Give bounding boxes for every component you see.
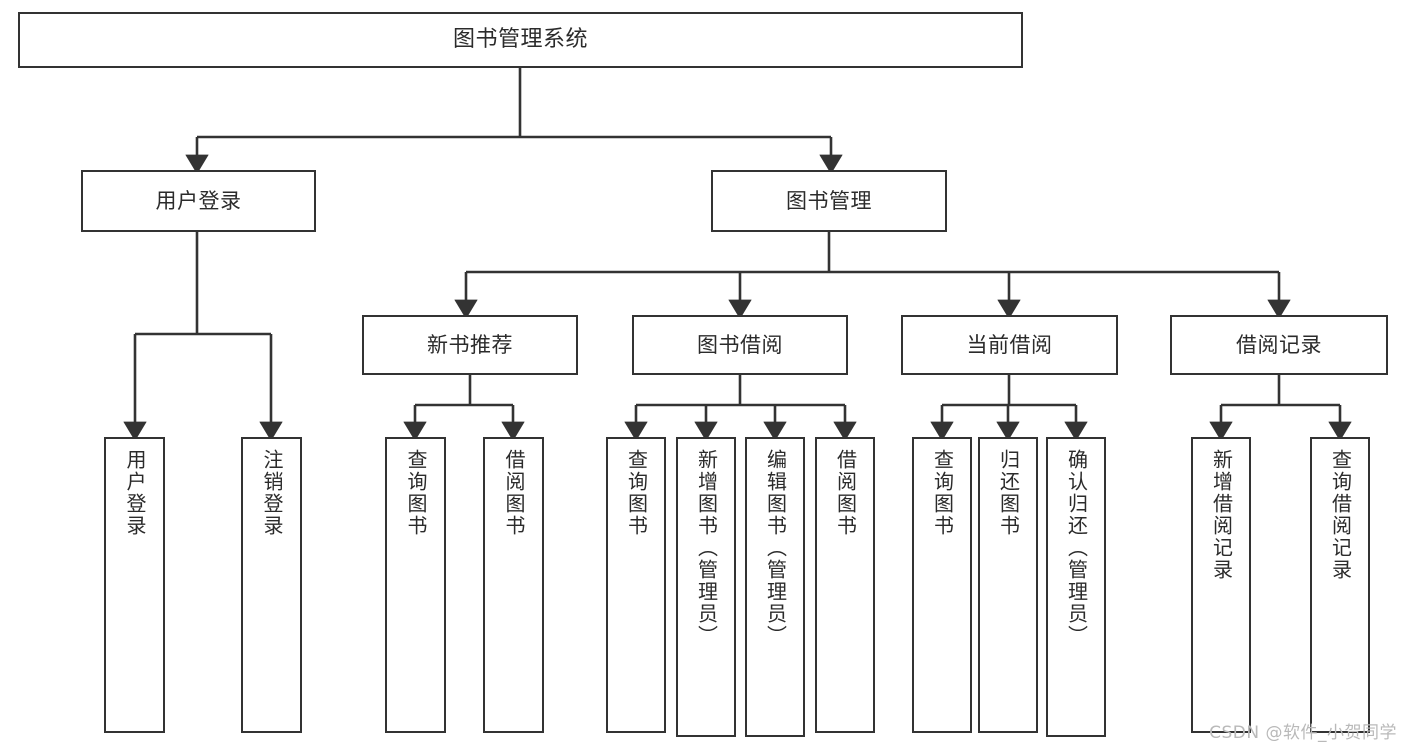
leaf-query-book-borrow[interactable]: 查询图书 [606,437,666,733]
node-label: 归还图书 [996,449,1021,537]
node-label: 确认归还（管理员） [1064,449,1089,647]
node-book-borrow[interactable]: 图书借阅 [632,315,848,375]
leaf-edit-book[interactable]: 编辑图书（管理员） [745,437,805,737]
node-label: 查询图书 [930,449,955,537]
node-label: 查询图书 [624,449,649,537]
leaf-query-book-recommend[interactable]: 查询图书 [385,437,446,733]
node-label: 查询借阅记录 [1328,449,1353,581]
node-root-book-management-system[interactable]: 图书管理系统 [18,12,1023,68]
node-label: 用户登录 [123,449,147,537]
leaf-query-book-current[interactable]: 查询图书 [912,437,972,733]
node-new-book-recommend[interactable]: 新书推荐 [362,315,578,375]
csdn-watermark: CSDN @软件_小贺同学 [1209,723,1397,743]
node-label: 新增图书（管理员） [694,449,719,647]
node-label: 图书借阅 [697,332,783,357]
node-label: 注销登录 [260,449,284,537]
leaf-add-book[interactable]: 新增图书（管理员） [676,437,736,737]
leaf-user-login[interactable]: 用户登录 [104,437,165,733]
leaf-borrow-book-recommend[interactable]: 借阅图书 [483,437,544,733]
node-current-borrow[interactable]: 当前借阅 [901,315,1118,375]
node-label: 借阅记录 [1236,332,1322,357]
node-borrow-record[interactable]: 借阅记录 [1170,315,1388,375]
node-label: 当前借阅 [966,332,1053,357]
node-user-login[interactable]: 用户登录 [81,170,316,232]
node-label: 新增借阅记录 [1209,449,1234,581]
leaf-borrow-book-borrow[interactable]: 借阅图书 [815,437,875,733]
node-label: 借阅图书 [833,449,858,537]
leaf-confirm-return[interactable]: 确认归还（管理员） [1046,437,1106,737]
node-label: 新书推荐 [427,332,513,357]
node-label: 查询图书 [404,449,428,537]
leaf-user-logout[interactable]: 注销登录 [241,437,302,733]
node-label: 图书管理 [786,188,872,213]
node-label: 借阅图书 [502,449,526,537]
node-label: 用户登录 [155,188,242,213]
leaf-return-book[interactable]: 归还图书 [978,437,1038,733]
node-label: 编辑图书（管理员） [763,449,788,647]
node-book-management[interactable]: 图书管理 [711,170,947,232]
leaf-query-borrow-record[interactable]: 查询借阅记录 [1310,437,1370,733]
leaf-add-borrow-record[interactable]: 新增借阅记录 [1191,437,1251,733]
node-label: 图书管理系统 [452,27,588,53]
